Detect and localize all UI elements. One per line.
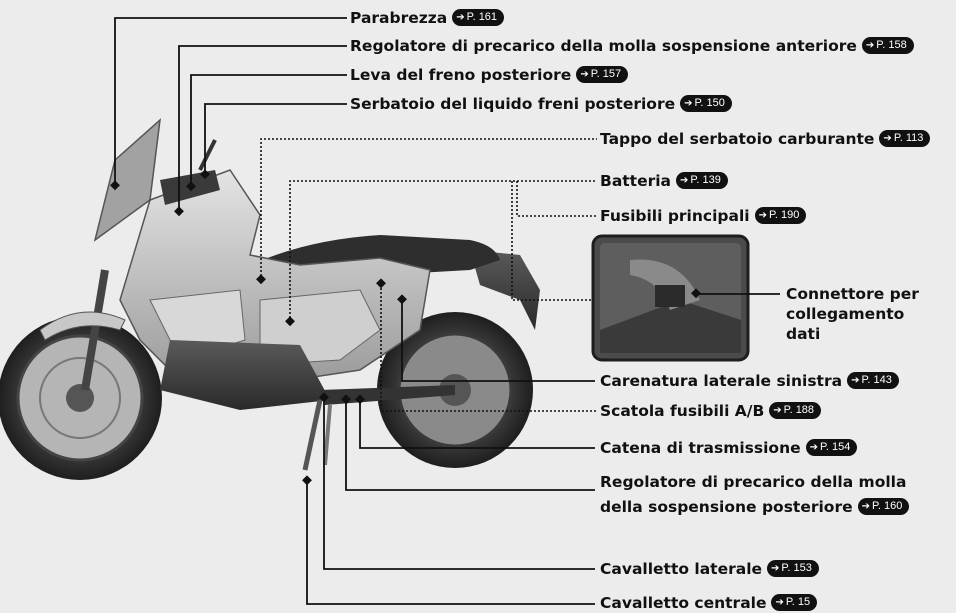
page-ref: P. 139 (690, 174, 721, 186)
label-text: Regolatore di precarico della molla (600, 473, 907, 491)
page-ref-badge[interactable]: ➔P. 153 (767, 560, 819, 577)
page-ref-badge[interactable]: ➔P. 161 (452, 9, 505, 26)
label-text: Parabrezza (350, 9, 448, 27)
label-text: Leva del freno posteriore (350, 66, 572, 84)
label-text: Catena di trasmissione (600, 439, 801, 457)
page-ref: P. 15 (785, 596, 811, 608)
page-ref-badge[interactable]: ➔P. 139 (676, 172, 728, 189)
arrow-icon: ➔ (865, 40, 875, 51)
label-cavalletto-centrale: Cavalletto centrale➔P. 15 (600, 593, 818, 613)
page-ref: P. 160 (872, 500, 903, 512)
page-ref-badge[interactable]: ➔P. 160 (857, 498, 910, 515)
arrow-icon: ➔ (456, 12, 465, 23)
label-text: della sospensione posteriore (600, 498, 853, 516)
label-regolatore-posteriore-line2: della sospensione posteriore➔P. 160 (600, 497, 910, 517)
arrow-icon: ➔ (809, 442, 819, 453)
label-connettore: Connettore per collegamento dati (786, 284, 919, 344)
label-text: Cavalletto laterale (600, 560, 763, 578)
label-text: Serbatoio del liquido freni posteriore (350, 95, 676, 113)
page-ref-badge[interactable]: ➔P. 113 (879, 130, 931, 147)
leader-endpoints (110, 169, 701, 486)
label-text: Fusibili principali (600, 207, 750, 225)
label-text: Regolatore di precarico della molla sosp… (350, 37, 857, 55)
page-ref: P. 157 (590, 68, 622, 80)
page-ref-badge[interactable]: ➔P. 150 (680, 95, 732, 112)
arrow-icon: ➔ (684, 98, 693, 109)
label-carenatura: Carenatura laterale sinistra➔P. 143 (600, 371, 899, 391)
front-wheel (0, 316, 162, 480)
page-ref-badge[interactable]: ➔P. 188 (769, 402, 822, 419)
arrow-icon: ➔ (773, 405, 782, 416)
label-text: Cavalletto centrale (600, 594, 767, 612)
arrow-icon: ➔ (580, 69, 589, 80)
label-line: collegamento (786, 305, 905, 323)
page-ref-badge[interactable]: ➔P. 158 (861, 37, 914, 54)
page-ref-badge[interactable]: ➔P. 154 (805, 439, 858, 456)
label-text: Tappo del serbatoio carburante (600, 130, 875, 148)
page-ref: P. 143 (861, 374, 892, 386)
label-tappo-serbatoio: Tappo del serbatoio carburante➔P. 113 (600, 129, 931, 149)
page-ref: P. 161 (466, 11, 498, 23)
arrow-icon: ➔ (775, 597, 784, 608)
inset-photo (591, 234, 750, 362)
page-ref-badge[interactable]: ➔P. 157 (576, 66, 629, 83)
label-regolatore-anteriore: Regolatore di precarico della molla sosp… (350, 36, 914, 56)
arrow-icon: ➔ (680, 175, 689, 186)
label-line: dati (786, 325, 821, 343)
label-scatola-fusibili: Scatola fusibili A/B➔P. 188 (600, 401, 822, 421)
label-line: Connettore per (786, 285, 919, 303)
page-ref: P. 113 (893, 132, 924, 144)
label-batteria: Batteria➔P. 139 (600, 171, 728, 191)
label-cavalletto-laterale: Cavalletto laterale➔P. 153 (600, 559, 819, 579)
dotted-leader-lines (260, 138, 597, 412)
page-ref: P. 154 (820, 441, 851, 453)
arrow-icon: ➔ (758, 210, 767, 221)
page-ref-badge[interactable]: ➔P. 190 (754, 207, 807, 224)
arrow-icon: ➔ (771, 563, 780, 574)
label-parabrezza: Parabrezza➔P. 161 (350, 8, 505, 28)
page-ref-badge[interactable]: ➔P. 143 (847, 372, 899, 389)
arrow-icon: ➔ (851, 375, 860, 386)
page-ref: P. 158 (876, 39, 907, 51)
page-ref-badge[interactable]: ➔P. 15 (771, 594, 818, 611)
page-ref: P. 188 (783, 404, 815, 416)
label-serbatoio-liquido: Serbatoio del liquido freni posteriore➔P… (350, 94, 732, 114)
label-regolatore-posteriore-line1: Regolatore di precarico della molla (600, 472, 906, 492)
leader-lines (114, 17, 780, 605)
page-ref: P. 150 (694, 97, 725, 109)
label-catena: Catena di trasmissione➔P. 154 (600, 438, 858, 458)
page-ref: P. 190 (768, 209, 800, 221)
label-text: Scatola fusibili A/B (600, 402, 765, 420)
label-fusibili-principali: Fusibili principali➔P. 190 (600, 206, 807, 226)
label-text: Batteria (600, 172, 672, 190)
label-leva-freno: Leva del freno posteriore➔P. 157 (350, 65, 629, 85)
arrow-icon: ➔ (861, 501, 871, 512)
label-text: Carenatura laterale sinistra (600, 372, 843, 390)
arrow-icon: ➔ (883, 133, 892, 144)
page-ref: P. 153 (781, 562, 812, 574)
